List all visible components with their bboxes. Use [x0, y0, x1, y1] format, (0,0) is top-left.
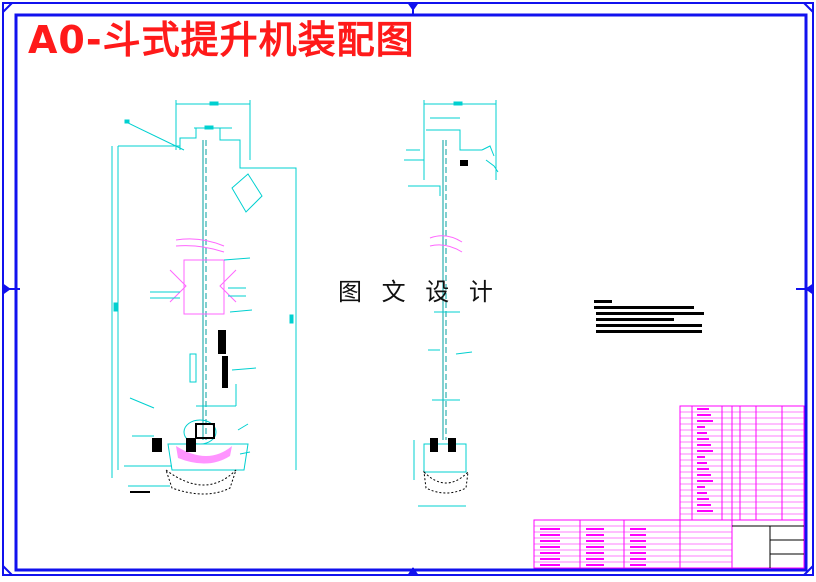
parts-list-entry — [697, 474, 711, 476]
watermark-text: 图 文 设 计 — [338, 278, 499, 306]
parts-list-entry — [697, 480, 713, 482]
parts-list-entry — [697, 468, 709, 470]
title-block-entry — [540, 558, 560, 560]
title-block-entry — [540, 552, 560, 554]
title-block-entry — [540, 528, 560, 530]
title-block-entry — [586, 546, 604, 548]
parts-list-entry — [697, 510, 713, 512]
title-block-entry — [630, 546, 646, 548]
title-block-entry — [540, 564, 560, 566]
parts-list-entry — [697, 498, 709, 500]
parts-list-entry — [697, 462, 707, 464]
title-block-entry — [630, 558, 646, 560]
title-block-entry — [586, 540, 604, 542]
parts-list-entry — [697, 444, 711, 446]
title-block-entry — [540, 546, 560, 548]
parts-list-entry — [697, 432, 707, 434]
title-block-marks — [540, 528, 646, 566]
title-block-entry — [540, 534, 560, 536]
technical-notes — [594, 300, 704, 333]
side-view-assembly — [404, 100, 499, 507]
parts-list-entry — [697, 486, 705, 488]
parts-list-entry — [697, 450, 713, 452]
parts-list-entry — [697, 426, 705, 428]
parts-list-entry — [697, 504, 711, 506]
title-block-entry — [630, 534, 646, 536]
title-block-entry — [586, 528, 604, 530]
title-block-entry — [586, 552, 604, 554]
title-block-entry — [630, 564, 646, 566]
title-block-rows — [534, 525, 732, 563]
parts-list-entry — [697, 420, 713, 422]
parts-list-entry — [697, 408, 709, 410]
parts-list-entry — [697, 438, 709, 440]
drawing-title: A0-斗式提升机装配图 — [28, 18, 415, 62]
parts-list-rows — [680, 411, 804, 515]
parts-list-entry — [697, 492, 707, 494]
front-view-assembly — [111, 100, 297, 487]
title-block-entry — [586, 534, 604, 536]
title-block-entry — [630, 540, 646, 542]
parts-list-entry — [697, 456, 705, 458]
title-block-entry — [586, 564, 604, 566]
parts-list-marks — [697, 408, 713, 512]
title-block-entry — [586, 558, 604, 560]
title-block-entry — [630, 552, 646, 554]
side-view-hatching — [423, 160, 469, 494]
parts-list-entry — [697, 414, 711, 416]
title-block-entry — [540, 540, 560, 542]
title-block-entry — [630, 528, 646, 530]
front-view-hatching — [130, 330, 237, 495]
